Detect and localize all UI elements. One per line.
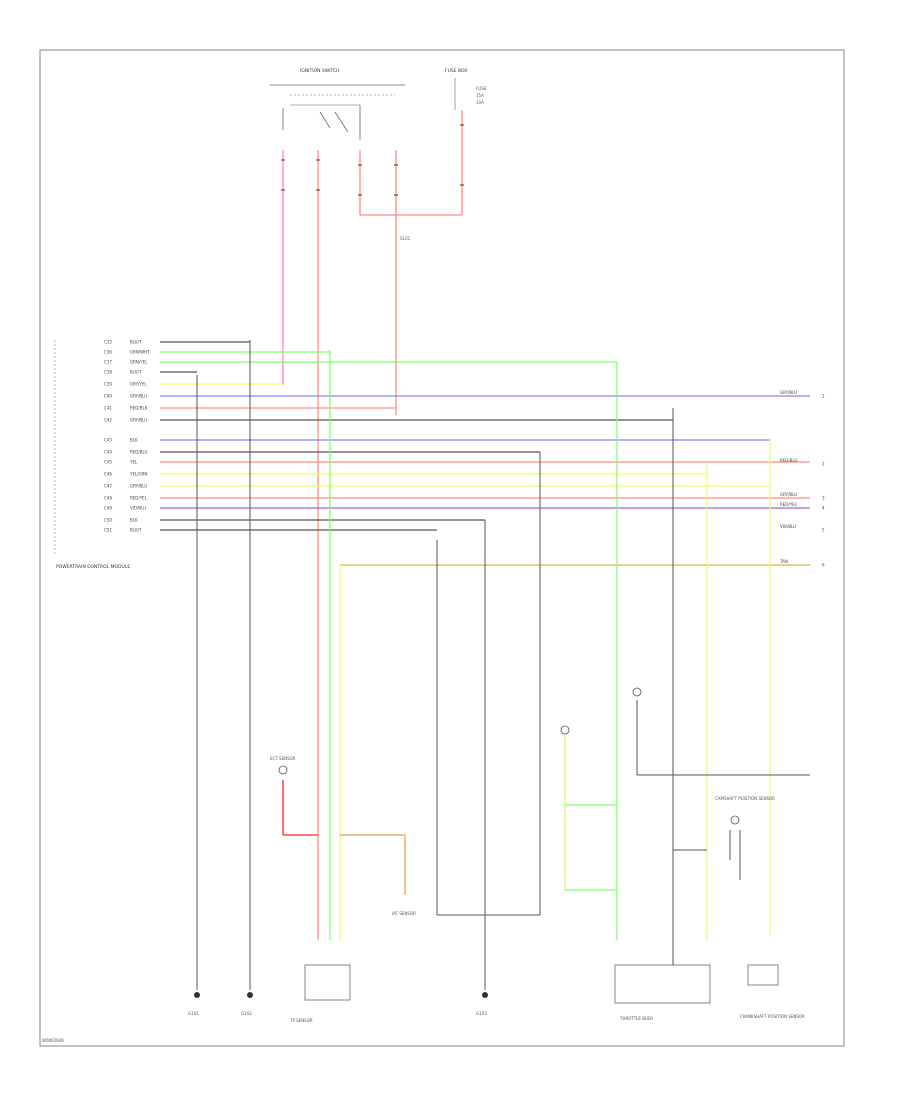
ecm-pin-wire-color: RED/BLU <box>130 450 148 455</box>
ground-label-1: G101 <box>188 1011 199 1016</box>
ecm-pin-number: C36 <box>104 350 112 355</box>
ecm-pin-number: C44 <box>104 450 112 455</box>
ground-g102-icon <box>247 992 253 998</box>
ground-g103-icon <box>482 992 488 998</box>
ecm-pin-wire-color: BLK/T <box>130 528 142 533</box>
ecm-pin-wire-color: YEL <box>129 460 138 465</box>
ecm-pin-number: C46 <box>104 472 112 477</box>
ground-label-3: G103 <box>476 1011 487 1016</box>
ecm-pin-wire-color: YEL/GRN <box>129 472 147 477</box>
ecm-pin-wire-color: BLK/T <box>130 340 142 345</box>
ecm-pin-wire-color: RED/BLK <box>130 406 148 411</box>
right-ref-number: 3 <box>822 496 825 501</box>
ecm-pin-wire-color: GRY/BLU <box>130 484 147 489</box>
fuse-box-group: FUSE BOX FUSE 15A 10A <box>445 68 487 110</box>
ecm-pin-number: C50 <box>104 518 112 523</box>
fuse-label-3: 10A <box>476 100 484 105</box>
right-ref-number: 2 <box>822 462 825 467</box>
ground-g101-icon <box>194 992 200 998</box>
diagram-border <box>39 49 845 1047</box>
component-tp-sensor <box>304 964 351 1001</box>
harness-wires <box>160 341 810 566</box>
ecm-pin-number: C45 <box>104 460 112 465</box>
diagram-id: W0062946 <box>42 1038 64 1043</box>
ecm-pin-wire-color: GRN/WHT <box>130 350 150 355</box>
top-feed-wires: S101 <box>281 110 464 940</box>
ecm-pin-wire-color: GRY/BLU <box>130 394 147 399</box>
right-wire-label: GRY/BLU <box>780 390 797 395</box>
label-iat-sensor: IAT SENSOR <box>392 911 416 916</box>
vertical-drops <box>196 340 810 990</box>
right-ref-number: 1 <box>822 394 825 399</box>
ecm-pin-number: C42 <box>104 418 112 423</box>
right-wire-label: VIO/BLU <box>780 524 796 529</box>
ecm-pin-number: C39 <box>104 382 112 387</box>
components: ECT SENSOR TP SENSOR CRANKSHAFT POSITION… <box>188 687 805 1023</box>
label-cmp-sensor: CAMSHAFT POSITION SENSOR <box>715 796 775 801</box>
right-wire-label: RED/YEL <box>780 502 798 507</box>
component-crank-sensor <box>747 964 779 986</box>
right-edge-labels: GRY/BLU1RED/BLU2GRY/BLU3RED/YEL4VIO/BLU5… <box>779 390 825 568</box>
ecm-pin-number: C48 <box>104 496 112 501</box>
component-throttle-body <box>614 964 711 1004</box>
ecm-pin-number: C40 <box>104 394 112 399</box>
fuse-label-2: 15A <box>476 93 484 98</box>
ecm-pin-wire-color: RED/YEL <box>130 496 148 501</box>
ecm-pin-wire-color: GRY/YEL <box>130 382 147 387</box>
ecm-pin-number: C38 <box>104 370 112 375</box>
label-throttle-body: THROTTLE BODY <box>619 1016 654 1021</box>
ecm-pin-number: C49 <box>104 506 112 511</box>
right-ref-number: 5 <box>822 528 825 533</box>
ignition-switch-group: IGNITION SWITCH <box>270 68 405 140</box>
ect-sensor-icon <box>278 765 288 775</box>
ecm-pin-number: C41 <box>104 406 112 411</box>
cmp-sensor-icon <box>730 815 740 825</box>
splice-label: S101 <box>400 236 411 241</box>
right-wire-label: RED/BLU <box>780 458 798 463</box>
fuse-label-1: FUSE <box>476 86 487 91</box>
ecm-pin-wire-color: GRY/BLU <box>130 418 147 423</box>
ecm-pin-wire-color: BLK/T <box>130 370 142 375</box>
sensor-icon <box>560 725 570 735</box>
ecm-pin-wire-color: BLK <box>130 518 138 523</box>
ecm-pin-number: C35 <box>104 340 112 345</box>
right-wire-label: TAN <box>779 559 788 564</box>
ecm-pin-number: C43 <box>104 438 112 443</box>
right-wire-label: GRY/BLU <box>780 492 797 497</box>
ecm-label: POWERTRAIN CONTROL MODULE <box>56 564 130 570</box>
label-crank-sensor: CRANKSHAFT POSITION SENSOR <box>740 1014 805 1019</box>
right-ref-number: 4 <box>822 506 825 511</box>
ecm-pin-number: C47 <box>104 484 112 489</box>
ignition-switch-label: IGNITION SWITCH <box>300 68 340 74</box>
label-tp-sensor: TP SENSOR <box>289 1018 313 1023</box>
label-ect-sensor: ECT SENSOR <box>270 756 296 761</box>
ground-label-2: G102 <box>241 1011 252 1016</box>
sensor-icon <box>632 687 642 697</box>
ecm-pin-wire-color: GRN/YEL <box>130 360 148 365</box>
ecm-pin-wire-color: VIO/BLU <box>130 506 146 511</box>
ecm-pin-number: C51 <box>104 528 112 533</box>
fuse-box-label: FUSE BOX <box>445 68 467 74</box>
ecm-pin-wire-color: BLK <box>130 438 138 443</box>
ecm-pin-number: C37 <box>104 360 112 365</box>
right-ref-number: 6 <box>822 563 825 568</box>
